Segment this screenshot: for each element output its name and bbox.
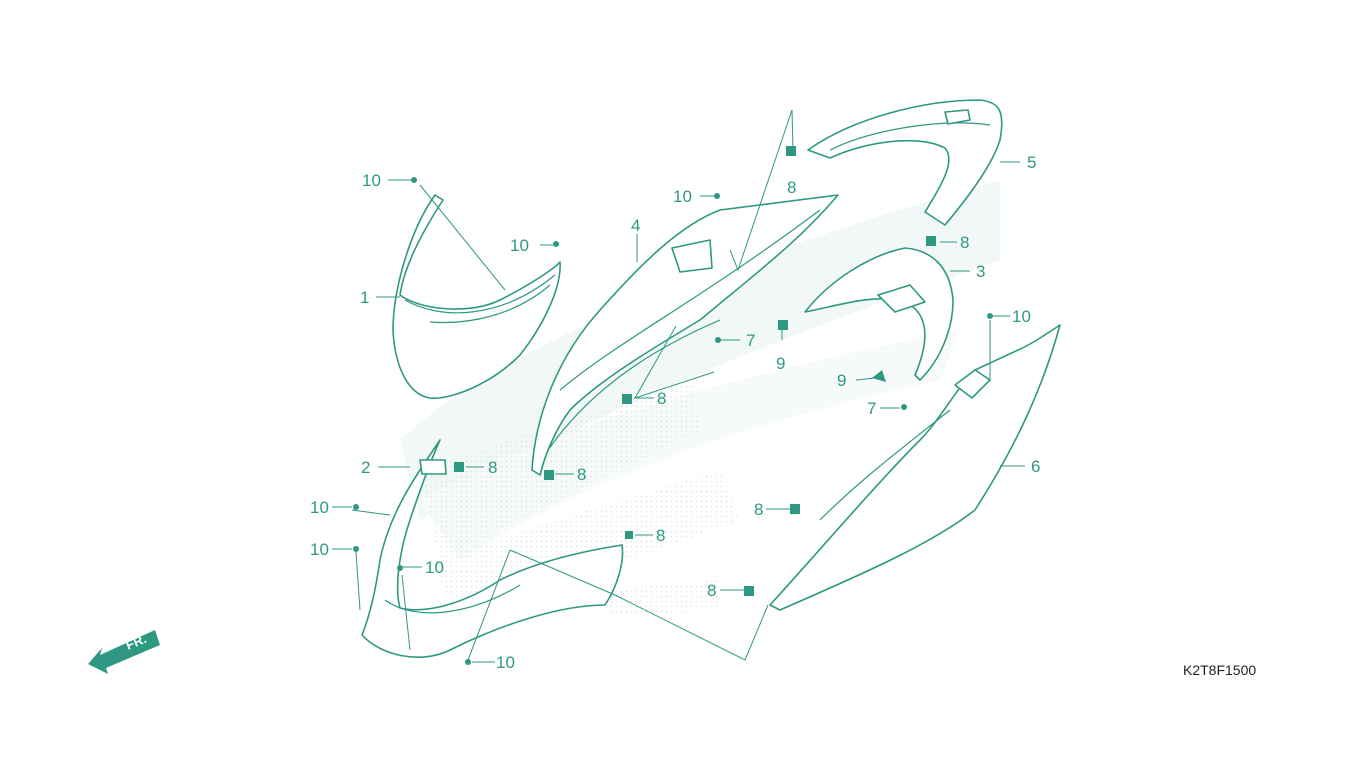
callout-label: 10 [362, 171, 381, 190]
part-inner-rear-panel[interactable] [804, 247, 954, 381]
callout-label: 10 [310, 540, 329, 559]
callout-label: 8 [707, 581, 716, 600]
clip-icon [872, 370, 886, 382]
callout-label: 6 [1031, 457, 1040, 476]
clip-nut-icon [544, 470, 554, 480]
part-side-cover[interactable] [769, 324, 1061, 611]
clip-nut-icon [790, 504, 800, 514]
clip-nut-icon [926, 236, 936, 246]
callout-label: 1 [360, 288, 369, 307]
callout-label: 10 [510, 236, 529, 255]
callout-label: 8 [754, 500, 763, 519]
screw-icon [411, 177, 417, 183]
callout-labels: 10 10 1 4 10 8 5 8 3 10 2 8 7 8 9 9 7 6 … [310, 153, 1040, 672]
callout-label: 8 [488, 458, 497, 477]
callout-label: 7 [746, 331, 755, 350]
callout-label: 10 [673, 187, 692, 206]
callout-label: 3 [976, 262, 985, 281]
clip-nut-icon [786, 146, 796, 156]
screw-icon [353, 546, 359, 552]
callout-label: 10 [310, 498, 329, 517]
part-center-panel[interactable] [531, 194, 839, 476]
callout-label: 2 [361, 458, 370, 477]
callout-label: 9 [776, 354, 785, 373]
part-front-lower-cover[interactable] [361, 439, 624, 658]
callout-label: 4 [631, 216, 640, 235]
screw-icon [714, 193, 720, 199]
callout-label: 10 [496, 653, 515, 672]
screw-icon [715, 337, 721, 343]
callout-label: 8 [657, 389, 666, 408]
clip-nut-icon [625, 531, 633, 539]
screw-icon [987, 313, 993, 319]
front-label: FR. [124, 631, 149, 653]
screw-icon [353, 504, 359, 510]
front-direction-indicator: FR. [88, 630, 160, 674]
screw-icon [901, 404, 907, 410]
callout-label: 8 [577, 465, 586, 484]
callout-label: 8 [656, 526, 665, 545]
callout-label: 10 [425, 558, 444, 577]
callout-label: 7 [867, 399, 876, 418]
clip-nut-icon [454, 462, 464, 472]
part-front-upper-cover[interactable] [392, 194, 561, 399]
front-arrow-icon [88, 630, 160, 674]
clip-nut-icon [622, 394, 632, 404]
screw-icon [465, 659, 471, 665]
clip-nut-icon [744, 586, 754, 596]
fasteners [353, 146, 993, 665]
screw-icon [553, 241, 559, 247]
part-rear-top-cover[interactable] [807, 99, 1003, 226]
screw-icon [397, 565, 403, 571]
callout-label: 8 [787, 178, 796, 197]
callout-label: 5 [1027, 153, 1036, 172]
leader-lines [332, 109, 1025, 663]
clip-nut-icon [778, 320, 788, 330]
callout-label: 8 [960, 233, 969, 252]
callout-label: 10 [1012, 307, 1031, 326]
diagram-code: K2T8F1500 [1183, 662, 1256, 678]
callout-label: 9 [837, 371, 846, 390]
